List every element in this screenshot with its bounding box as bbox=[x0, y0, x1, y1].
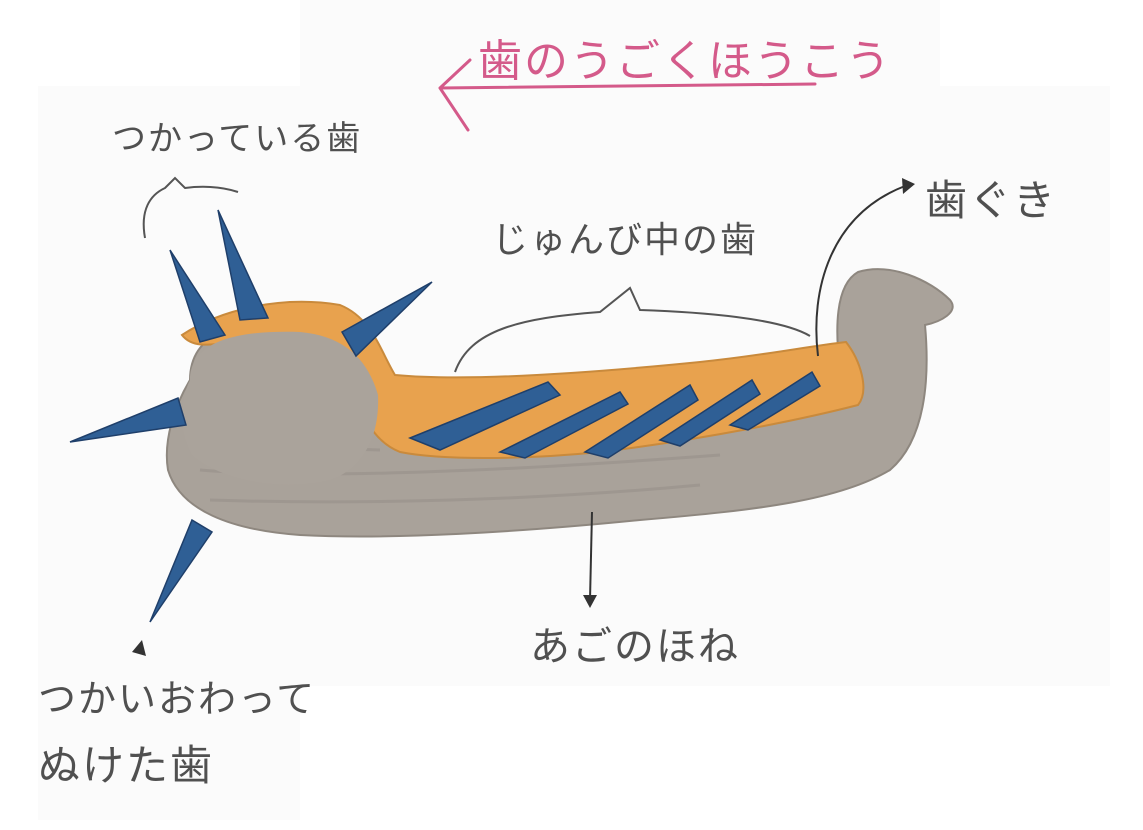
fallen-tooth bbox=[149, 518, 214, 623]
tooth-prep-1 bbox=[407, 381, 562, 451]
paper-panel-bottom bbox=[38, 680, 300, 820]
arrowhead-jaw-bone-icon bbox=[583, 595, 597, 608]
bracket-teeth-in-preparation bbox=[454, 286, 811, 373]
jaw-bone-front bbox=[182, 331, 379, 485]
arrowhead-gums-icon bbox=[902, 178, 915, 194]
label-teeth-in-use: つかっている歯 bbox=[112, 119, 362, 159]
teeth-in-use bbox=[69, 209, 433, 443]
tooth-front-1 bbox=[169, 249, 227, 343]
direction-arrow-icon bbox=[438, 58, 817, 132]
tooth-front-2 bbox=[217, 209, 270, 321]
bracket-teeth-in-use bbox=[142, 176, 239, 239]
tooth-front-4 bbox=[69, 396, 187, 443]
tooth-prep-2 bbox=[497, 391, 630, 459]
label-worn-out-tooth-line2: ぬけた歯 bbox=[38, 741, 214, 790]
leader-gums bbox=[815, 185, 906, 357]
tooth-front-3 bbox=[340, 281, 433, 358]
leader-jaw-bone bbox=[589, 511, 593, 601]
direction-title: 歯のうごくほうこう bbox=[478, 36, 892, 87]
paper-panel-top bbox=[300, 0, 940, 90]
label-jaw-bone: あごのほね bbox=[530, 624, 740, 670]
label-gums: 歯ぐき bbox=[925, 176, 1057, 225]
tooth-prep-5 bbox=[728, 370, 822, 431]
arrowhead-fallen-tooth-icon bbox=[132, 640, 146, 656]
tooth-prep-3 bbox=[583, 383, 699, 459]
tooth-prep-4 bbox=[658, 378, 762, 447]
teeth-in-preparation bbox=[407, 370, 822, 459]
direction-heading: 歯のうごくほうこう bbox=[438, 36, 892, 132]
label-worn-out-tooth-line1: つかいおわって bbox=[38, 677, 316, 721]
label-teeth-in-preparation: じゅんび中の歯 bbox=[492, 220, 758, 261]
